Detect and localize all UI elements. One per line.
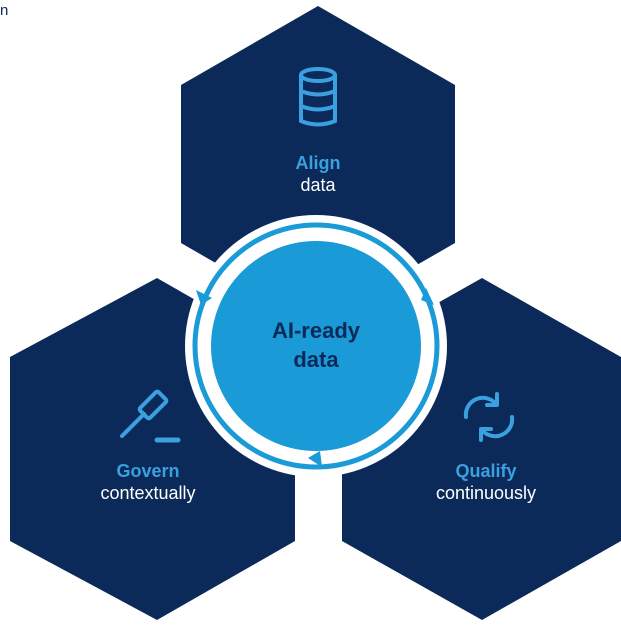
ring-arrow-right bbox=[421, 288, 434, 305]
align-subtitle: data bbox=[300, 175, 336, 195]
govern-subtitle: contextually bbox=[100, 483, 196, 503]
ring-arrow-left bbox=[196, 290, 212, 305]
qualify-subtitle: continuously bbox=[435, 483, 537, 503]
database-icon bbox=[299, 67, 337, 127]
align-keyword: Align bbox=[295, 153, 341, 173]
refresh-cycle-icon bbox=[463, 392, 515, 442]
align-label: Align data bbox=[296, 152, 341, 197]
center-title-line1: AI-ready bbox=[271, 318, 361, 343]
qualify-label: Qualify continuously bbox=[436, 460, 536, 505]
center-title-line2: data bbox=[293, 347, 339, 372]
qualify-keyword: Qualify bbox=[455, 461, 517, 481]
cycle-ring bbox=[192, 222, 440, 470]
ring-arrow-bottom bbox=[308, 451, 322, 467]
govern-label: Govern contextually bbox=[100, 460, 195, 505]
govern-keyword: Govern bbox=[116, 461, 180, 481]
center-circle bbox=[211, 241, 421, 451]
gavel-icon bbox=[120, 389, 181, 443]
corner-text: n bbox=[0, 2, 9, 19]
center-title: AI-ready data bbox=[272, 316, 360, 374]
